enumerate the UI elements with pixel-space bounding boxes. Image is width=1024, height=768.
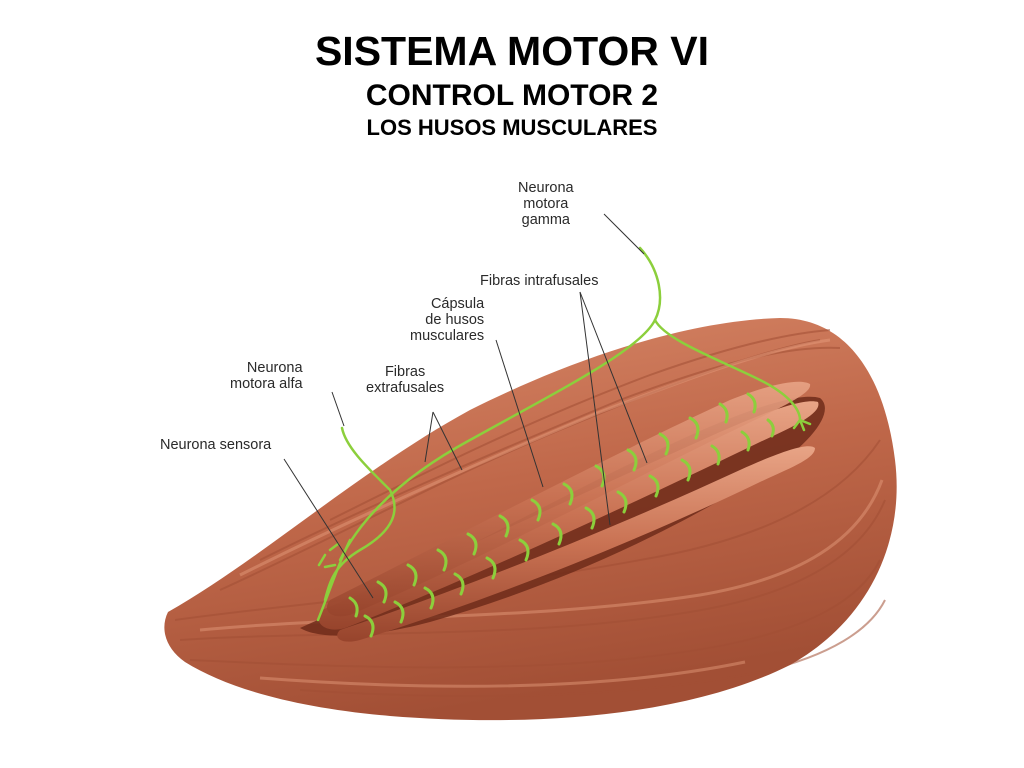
label-sensory-neuron: Neurona sensora [160, 437, 271, 453]
label-intrafusal-text: Fibras intrafusales [480, 273, 599, 289]
label-gamma-line-2: motora [523, 196, 569, 212]
slide-subsubtitle: LOS HUSOS MUSCULARES [366, 115, 658, 140]
nerves [316, 246, 812, 622]
slide-title-block: SISTEMA MOTOR VI CONTROL MOTOR 2 LOS HUS… [0, 26, 1024, 142]
label-extrafusal-fibers: Fibras extrafusales [366, 364, 444, 396]
label-capsula-line-2: de husos [425, 312, 485, 328]
slide-title: SISTEMA MOTOR VI [314, 28, 710, 74]
label-alpha-motor-neuron: Neurona motora alfa [230, 360, 303, 392]
fascicle-lines [174, 329, 886, 698]
label-capsula-line-1: Cápsula [430, 296, 485, 312]
label-spindle-capsule: Cápsula de husos musculares [410, 296, 484, 344]
label-alfa-line-1: Neurona [246, 360, 303, 376]
label-intrafusal-fibers: Fibras intrafusales [480, 273, 598, 289]
label-extra-line-1: Fibras [384, 364, 426, 380]
intrafusal-fibers [318, 381, 819, 642]
label-gamma-line-3: gamma [521, 212, 570, 228]
label-gamma-motor-neuron: Neurona motora gamma [518, 180, 574, 228]
label-sensora-text: Neurona sensora [160, 437, 272, 453]
leader-lines [283, 213, 648, 599]
label-alfa-line-2: motora alfa [230, 376, 303, 392]
label-gamma-line-1: Neurona [518, 180, 574, 196]
label-capsula-line-3: musculares [410, 328, 485, 344]
sensory-coils [348, 392, 775, 638]
label-extra-line-2: extrafusales [366, 380, 445, 396]
slide-subtitle: CONTROL MOTOR 2 [365, 79, 659, 112]
